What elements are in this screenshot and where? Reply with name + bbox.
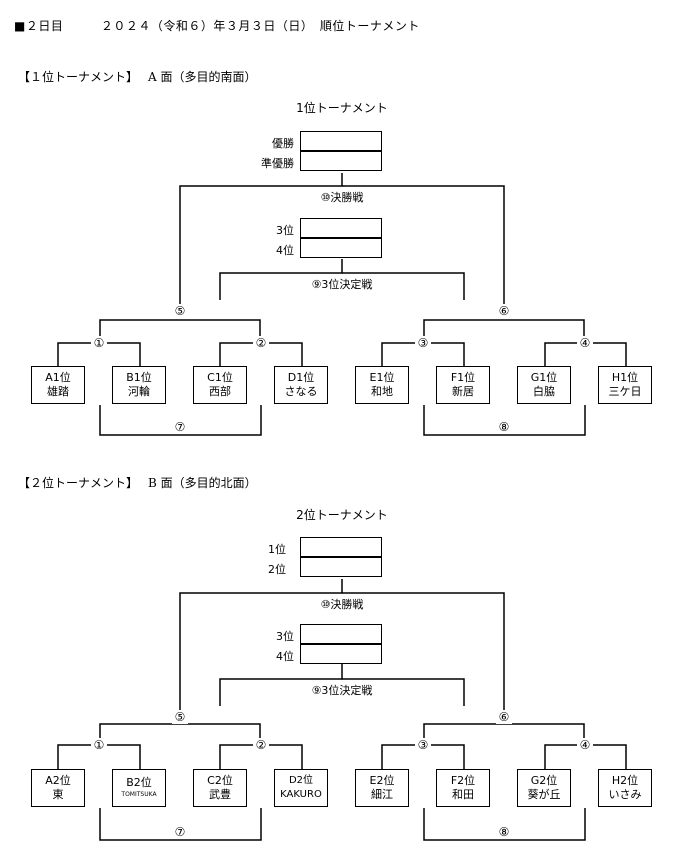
- team-rank: D1位: [287, 371, 315, 384]
- match-number: ③: [415, 738, 431, 752]
- team-box: F2位和田: [436, 769, 490, 807]
- match-number: ③: [415, 336, 431, 350]
- page-header: ■２日目 ２０２４（令和６）年３月３日（日） 順位トーナメント: [14, 19, 420, 33]
- result-label-runner-up: 準優勝: [261, 157, 294, 170]
- section-title: 【１位トーナメント】 A 面（多目的南面）: [18, 68, 257, 85]
- team-name: 和地: [371, 385, 393, 398]
- final-match-label: ⑩決勝戦: [292, 596, 392, 612]
- team-rank: F2位: [450, 774, 476, 787]
- team-box: H2位いさみ: [598, 769, 652, 807]
- team-box: H1位三ケ日: [598, 366, 652, 404]
- team-box: D2位 KAKURO: [274, 769, 328, 807]
- team-rank: H1位: [611, 371, 639, 384]
- match-number: ⑤: [172, 710, 188, 724]
- match-number: ②: [253, 738, 269, 752]
- match-number: ⑤: [172, 304, 188, 318]
- team-box: C1位西部: [193, 366, 247, 404]
- third-place-box: [300, 624, 382, 644]
- fourth-place-label: 4位: [276, 650, 294, 663]
- team-rank: H2位: [611, 774, 639, 787]
- third-place-match-label: ⑨3位決定戦: [292, 276, 392, 292]
- team-name: 東: [52, 788, 64, 801]
- fourth-place-box: [300, 644, 382, 664]
- team-name: KAKURO: [280, 789, 322, 800]
- team-box: G1位白脇: [517, 366, 571, 404]
- result-label-second: 2位: [268, 563, 286, 576]
- team-box: B1位河輪: [112, 366, 166, 404]
- team-name: TOMITSUKA: [121, 791, 157, 798]
- team-box: E2位細江: [355, 769, 409, 807]
- third-place-match-label: ⑨3位決定戦: [292, 682, 392, 698]
- team-name: 和田: [452, 788, 474, 801]
- team-box: G2位葵が丘: [517, 769, 571, 807]
- result-box-first: [300, 537, 382, 557]
- team-name: 葵が丘: [527, 788, 561, 801]
- team-name: さなる: [284, 385, 318, 398]
- team-rank: D2位: [288, 775, 314, 786]
- team-rank: C2位: [207, 774, 233, 787]
- team-box: D1位さなる: [274, 366, 328, 404]
- team-rank: F1位: [450, 371, 476, 384]
- match-number: ⑧: [496, 825, 512, 839]
- team-rank: B2位: [126, 776, 152, 789]
- match-number: ①: [91, 738, 107, 752]
- team-rank: E1位: [369, 371, 395, 384]
- team-name: 白脇: [533, 385, 555, 398]
- team-name: 河輪: [128, 385, 150, 398]
- team-rank: B1位: [126, 371, 152, 384]
- match-number: ⑧: [496, 420, 512, 434]
- result-box-winner: [300, 131, 382, 151]
- final-match-label: ⑩決勝戦: [292, 189, 392, 205]
- team-name: 三ケ日: [608, 385, 642, 398]
- team-name: いさみ: [608, 788, 642, 801]
- fourth-place-box: [300, 238, 382, 258]
- team-name: 新居: [452, 385, 474, 398]
- section-name: 【１位トーナメント】: [18, 70, 139, 84]
- match-number: ④: [577, 738, 593, 752]
- tournament-title: 2位トーナメント: [296, 508, 388, 522]
- team-box: F1位新居: [436, 366, 490, 404]
- fourth-place-label: 4位: [276, 244, 294, 257]
- third-place-box: [300, 218, 382, 238]
- result-label-winner: 優勝: [272, 137, 294, 150]
- match-number: ⑦: [172, 420, 188, 434]
- team-rank: E2位: [369, 774, 395, 787]
- team-name: 細江: [371, 788, 393, 801]
- team-box: A1位雄踏: [31, 366, 85, 404]
- match-number: ④: [577, 336, 593, 350]
- venue-label: B 面（多目的北面）: [148, 476, 257, 490]
- result-label-first: 1位: [268, 543, 286, 556]
- team-name: 西部: [209, 385, 231, 398]
- team-name: 雄踏: [47, 385, 69, 398]
- team-rank: C1位: [207, 371, 233, 384]
- match-number: ②: [253, 336, 269, 350]
- third-place-label: 3位: [276, 224, 294, 237]
- tournament-title: 1位トーナメント: [296, 101, 388, 115]
- venue-label: A 面（多目的南面）: [148, 70, 257, 84]
- team-rank: G1位: [530, 371, 558, 384]
- team-rank: G2位: [530, 774, 558, 787]
- match-number: ⑦: [172, 825, 188, 839]
- result-box-second: [300, 557, 382, 577]
- team-box: A2位東: [31, 769, 85, 807]
- match-number: ①: [91, 336, 107, 350]
- result-box-runner-up: [300, 151, 382, 171]
- team-rank: A1位: [45, 371, 71, 384]
- team-rank: A2位: [45, 774, 71, 787]
- team-name: 武豊: [209, 788, 231, 801]
- section-title: 【２位トーナメント】 B 面（多目的北面）: [18, 474, 257, 491]
- team-box: B2位 TOMITSUKA: [112, 769, 166, 807]
- team-box: E1位和地: [355, 366, 409, 404]
- third-place-label: 3位: [276, 630, 294, 643]
- match-number: ⑥: [496, 304, 512, 318]
- team-box: C2位武豊: [193, 769, 247, 807]
- match-number: ⑥: [496, 710, 512, 724]
- section-name: 【２位トーナメント】: [18, 476, 139, 490]
